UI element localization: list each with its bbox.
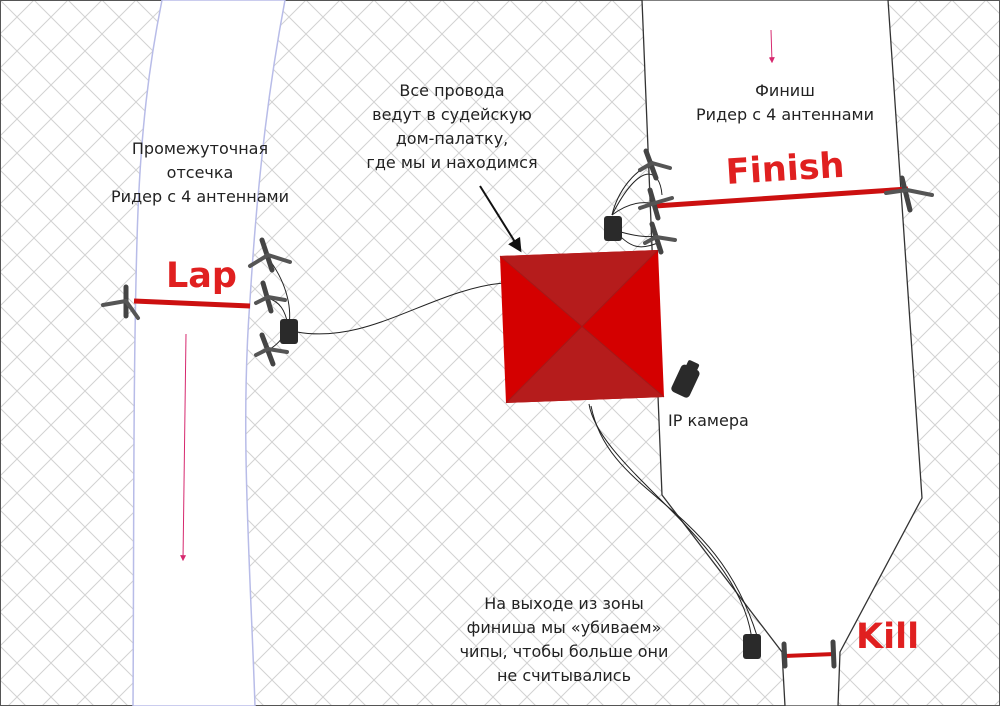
label-line: финиша мы «убиваем» [466,618,662,637]
intermediate-reader-label: Промежуточная отсечка Ридер с 4 антеннам… [98,137,302,209]
label-line: Ридер с 4 антеннами [111,187,289,206]
label-line: дом-палатку, [395,129,509,148]
kill-note: На выходе из зоны финиша мы «убиваем» чи… [424,592,704,688]
tent-icon [499,249,665,404]
direction-arrow-icon [180,333,187,562]
label-line: ведут в судейскую [372,105,532,124]
lap-line [133,298,251,309]
kill-title: Kill [856,617,920,657]
cable-tent-to-kill-2 [590,405,761,647]
label-line: не считывались [496,666,632,685]
antenna-icon [254,280,287,314]
label-line: Ридер с 4 антеннами [696,105,874,124]
label-line: На выходе из зоны [484,594,644,613]
label-line: где мы и находимся [366,153,538,172]
wires-note: Все провода ведут в судейскую дом-палатк… [342,79,562,175]
ip-camera-label: IP камера [668,411,749,430]
antenna-icon [248,237,292,273]
kill-pole [781,641,788,669]
reader-box-icon [604,216,622,241]
kill-line [783,652,836,658]
label-line: Финиш [755,81,815,100]
label-line: Все провода [399,81,505,100]
finish-title: Finish [724,145,846,193]
label-line: Промежуточная [131,139,269,158]
finish-line [654,186,909,209]
label-line: отсечка [166,163,234,182]
antenna-cable [611,173,663,216]
ip-camera-icon [671,360,700,398]
finish-zone-track [641,0,923,706]
kill-pole [830,639,837,669]
reader-box-icon [280,319,298,344]
antenna-icon [254,332,289,367]
direction-arrow-icon [768,29,775,64]
lap-title: Lap [166,256,237,296]
antenna-icon [638,187,674,221]
reader-box-icon [743,634,761,659]
antenna-icon [643,221,677,255]
label-line: чипы, чтобы больше они [459,642,669,661]
finish-reader-label: Финиш Ридер с 4 антеннами [683,79,887,127]
pointer-arrow [479,185,522,253]
antenna-icon [884,175,934,213]
antenna-icon [101,284,140,320]
antenna-icon [638,148,672,181]
cable-lap-to-tent [296,282,504,335]
